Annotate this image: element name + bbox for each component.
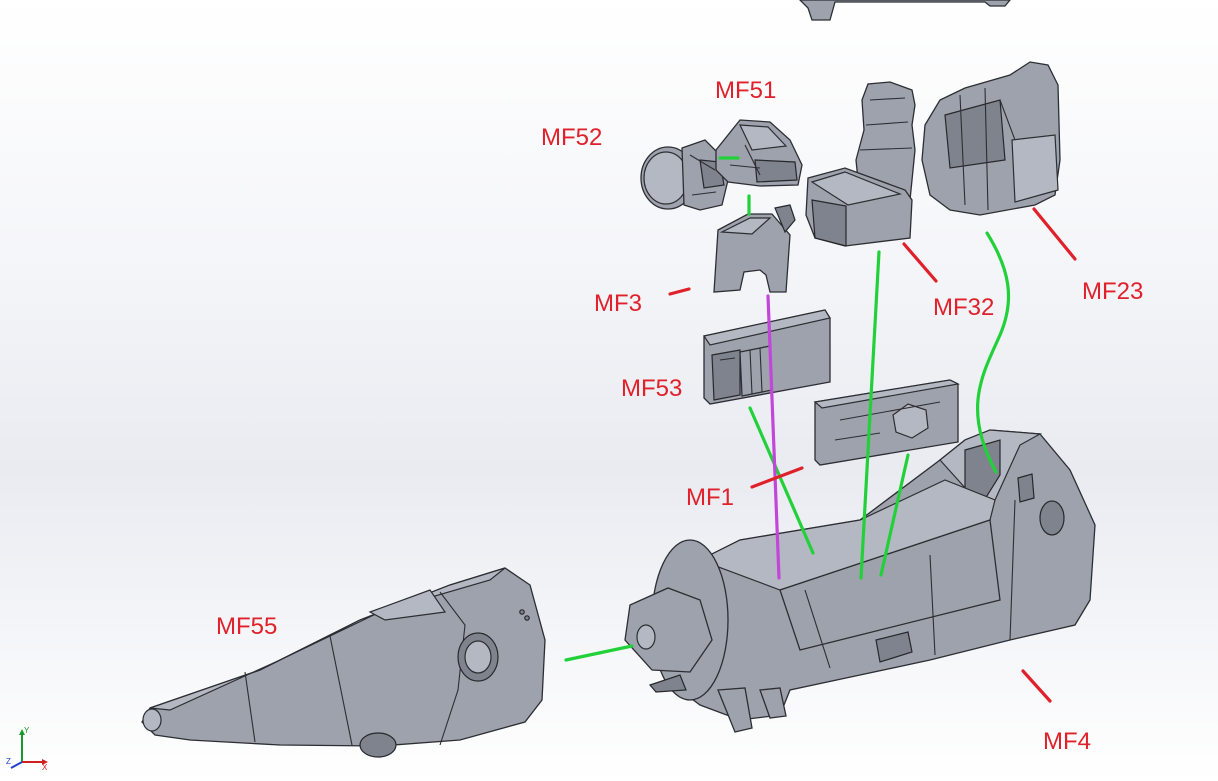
top-partial-part [799,0,1011,21]
red-leader-lines [668,207,1077,703]
label-mf51: MF51 [715,77,777,104]
part-mf52 [640,139,729,211]
triad-y-label: Y [24,726,30,735]
part-mf23 [921,61,1061,216]
triad-z-label: Z [6,757,11,766]
label-mf1: MF1 [686,484,734,511]
label-mf3: MF3 [594,290,642,317]
purple-leader-line [766,294,781,580]
part-mf53 [703,309,831,405]
label-mf52: MF52 [541,124,603,151]
label-mf55: MF55 [216,613,278,640]
part-mf3 [713,204,796,293]
part-mf4 [624,429,1096,733]
part-mf55 [141,567,546,758]
label-mf53: MF53 [621,375,683,402]
part-mf1 [813,379,960,466]
part-mf51 [715,119,803,187]
axis-triad-icon: Y X Z [6,726,48,770]
label-mf4: MF4 [1043,728,1091,755]
triad-x-label: X [42,763,48,770]
label-mf32: MF32 [933,294,995,321]
green-leader-lines [564,156,1011,662]
part-mf32 [805,81,916,247]
label-mf23: MF23 [1082,278,1144,305]
